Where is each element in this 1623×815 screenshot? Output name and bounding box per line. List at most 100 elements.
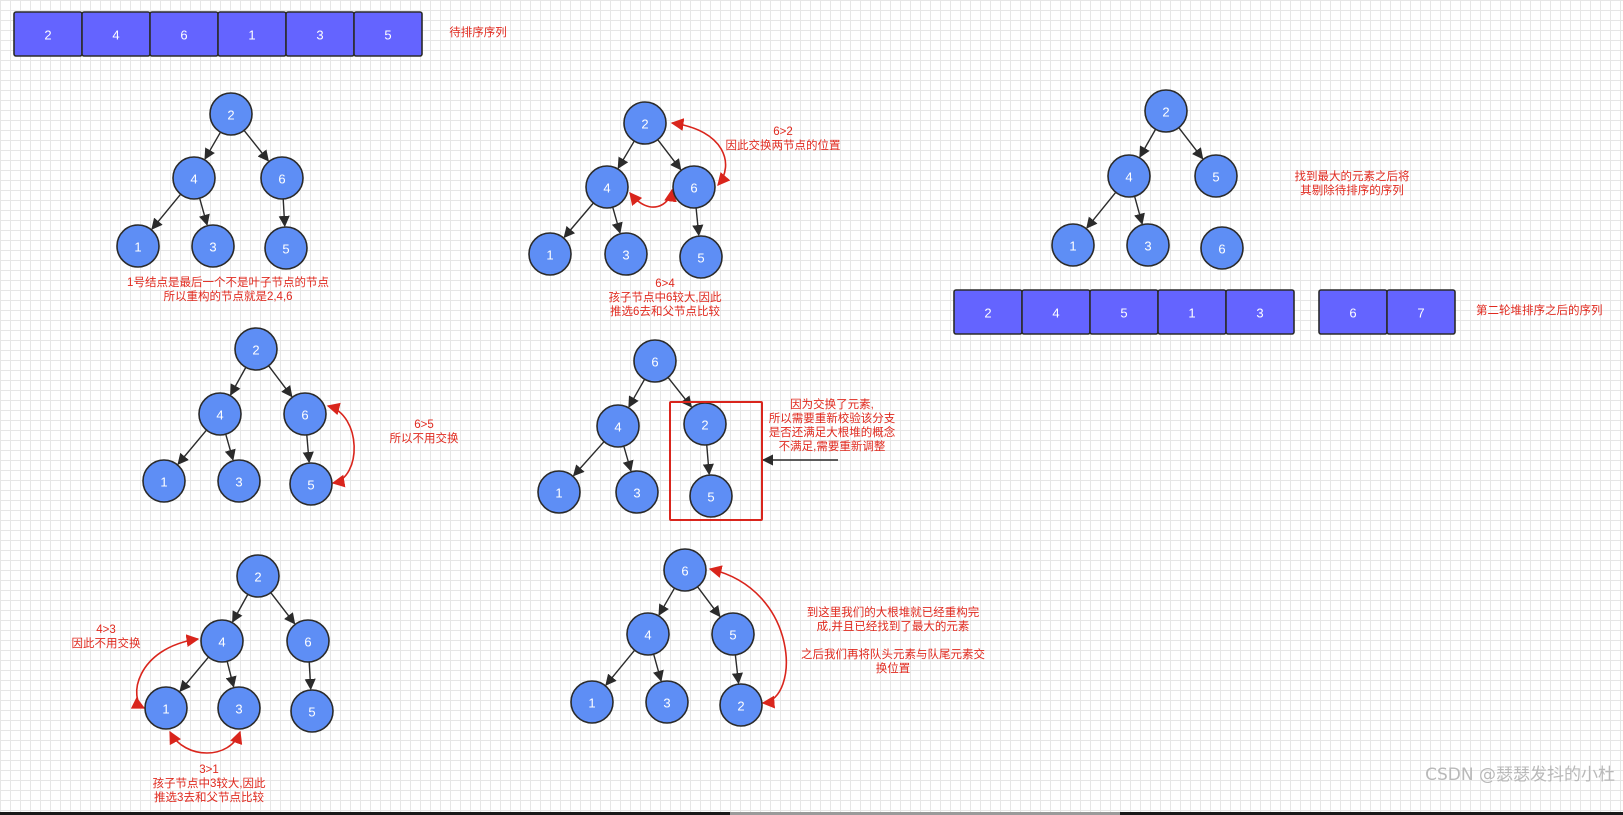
t4-edge bbox=[270, 592, 296, 625]
svg-text:6: 6 bbox=[180, 28, 187, 43]
svg-text:1: 1 bbox=[160, 475, 167, 490]
t3-node-6: 6 bbox=[283, 392, 327, 436]
tree4-caption: 3>1 孩子节点中3较大,因此 推选3去和父节点比较 bbox=[152, 764, 266, 804]
t7-node-2: 2 bbox=[1144, 89, 1188, 133]
svg-text:5: 5 bbox=[384, 28, 391, 43]
t2-node-4: 4 bbox=[585, 165, 629, 209]
svg-text:6: 6 bbox=[1349, 306, 1356, 321]
t1-node-5: 5 bbox=[264, 226, 308, 270]
svg-text:6: 6 bbox=[278, 172, 285, 187]
unsorted-cell-5: 5 bbox=[353, 11, 423, 57]
after-round-cell-2: 2 bbox=[953, 289, 1023, 335]
t6-edge bbox=[605, 649, 636, 686]
svg-text:1: 1 bbox=[1069, 239, 1076, 254]
t2-node-6: 6 bbox=[672, 165, 716, 209]
tree2-caption: 6>4 孩子节点中6较大,因此 推选6去和父节点比较 bbox=[608, 278, 722, 318]
t2-edge bbox=[692, 207, 704, 237]
svg-text:2: 2 bbox=[252, 343, 259, 358]
t5-node-2: 2 bbox=[683, 402, 727, 446]
svg-text:4: 4 bbox=[1052, 306, 1059, 321]
svg-text:4: 4 bbox=[603, 181, 610, 196]
watermark: CSDN @瑟瑟发抖的小杜 bbox=[1425, 765, 1615, 785]
svg-text:5: 5 bbox=[308, 705, 315, 720]
t7-edge bbox=[1139, 128, 1157, 158]
svg-text:3: 3 bbox=[1256, 306, 1263, 321]
t1-edge bbox=[151, 193, 182, 230]
t3-edge bbox=[230, 367, 247, 396]
t2-edge bbox=[657, 139, 682, 171]
t6-node-4: 4 bbox=[626, 612, 670, 656]
svg-text:1: 1 bbox=[555, 486, 562, 501]
t4-edge bbox=[225, 661, 237, 688]
t4-node-1: 1 bbox=[144, 686, 188, 730]
svg-text:4: 4 bbox=[1125, 170, 1132, 185]
t2-node-5: 5 bbox=[679, 235, 723, 279]
tree1-caption: 1号结点是最后一个不是叶子节点的节点 所以重构的节点就是2,4,6 bbox=[127, 277, 329, 303]
t2-node-3: 3 bbox=[604, 232, 648, 276]
svg-text:2: 2 bbox=[984, 306, 991, 321]
tree4-left-note: 4>3 因此不用交换 bbox=[71, 624, 141, 650]
t5-node-4: 4 bbox=[596, 404, 640, 448]
unsorted-cell-4: 4 bbox=[81, 11, 151, 57]
svg-text:6: 6 bbox=[690, 181, 697, 196]
t1-edge bbox=[243, 129, 269, 162]
t3-compare-arc bbox=[326, 402, 355, 488]
svg-text:5: 5 bbox=[282, 242, 289, 257]
unsorted-cell-2: 2 bbox=[13, 11, 83, 57]
svg-text:5: 5 bbox=[707, 490, 714, 505]
after-round-cell-1: 1 bbox=[1157, 289, 1227, 335]
t1-edge bbox=[278, 198, 290, 228]
svg-text:2: 2 bbox=[1162, 105, 1169, 120]
t4-edge bbox=[232, 594, 249, 623]
svg-text:2: 2 bbox=[44, 28, 51, 43]
t6-node-5: 5 bbox=[711, 612, 755, 656]
t3-node-1: 1 bbox=[142, 459, 186, 503]
horizontal-scrollbar[interactable] bbox=[730, 812, 1120, 815]
svg-text:3: 3 bbox=[1144, 239, 1151, 254]
svg-text:3: 3 bbox=[622, 248, 629, 263]
svg-text:1: 1 bbox=[134, 240, 141, 255]
svg-text:6: 6 bbox=[301, 408, 308, 423]
t3-edge bbox=[302, 434, 314, 464]
t6-edge bbox=[658, 587, 676, 616]
svg-text:1: 1 bbox=[546, 248, 553, 263]
t7-node-3: 3 bbox=[1126, 223, 1170, 267]
t7-edge bbox=[1086, 191, 1117, 229]
svg-text:2: 2 bbox=[254, 570, 261, 585]
after-round-cell-5: 5 bbox=[1089, 289, 1159, 335]
svg-text:6: 6 bbox=[651, 355, 658, 370]
svg-text:4: 4 bbox=[644, 628, 651, 643]
t1-node-3: 3 bbox=[191, 224, 235, 268]
t2-edge bbox=[617, 140, 635, 170]
t3-edge bbox=[177, 429, 208, 465]
t4-edge bbox=[179, 656, 210, 692]
t2-edge bbox=[563, 202, 594, 239]
svg-text:5: 5 bbox=[729, 628, 736, 643]
t5-edge bbox=[702, 444, 714, 476]
t4-compare-arc-bottom bbox=[169, 730, 243, 754]
t6-node-6: 6 bbox=[663, 548, 707, 592]
svg-text:1: 1 bbox=[248, 28, 255, 43]
t2-swap-arc-right bbox=[670, 118, 731, 186]
unsorted-cell-3: 3 bbox=[285, 11, 355, 57]
after-round-tail-cell-7: 7 bbox=[1386, 289, 1456, 335]
t3-node-5: 5 bbox=[289, 462, 333, 506]
t1-edge bbox=[204, 131, 222, 160]
recheck-branch-box bbox=[669, 401, 763, 521]
after-round-cell-4: 4 bbox=[1021, 289, 1091, 335]
unsorted-array-label: 待排序序列 bbox=[449, 27, 507, 39]
svg-text:2: 2 bbox=[737, 699, 744, 714]
svg-text:3: 3 bbox=[316, 28, 323, 43]
t5-node-3: 3 bbox=[615, 470, 659, 514]
t7-edge bbox=[1133, 196, 1145, 225]
svg-text:5: 5 bbox=[1212, 170, 1219, 185]
svg-text:1: 1 bbox=[162, 702, 169, 717]
svg-text:4: 4 bbox=[216, 408, 223, 423]
t3-node-3: 3 bbox=[217, 459, 261, 503]
t2-node-2: 2 bbox=[623, 101, 667, 145]
unsorted-cell-6: 6 bbox=[149, 11, 219, 57]
t5-node-5: 5 bbox=[689, 474, 733, 518]
svg-text:6: 6 bbox=[304, 635, 311, 650]
t5-node-1: 1 bbox=[537, 470, 581, 514]
